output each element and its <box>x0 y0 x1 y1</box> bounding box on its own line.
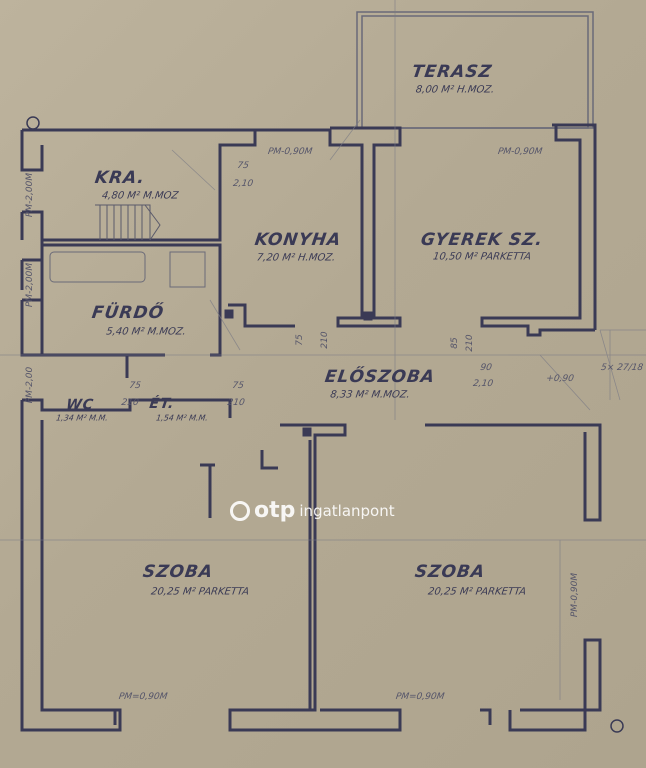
door-width-et: 75 <box>128 381 142 391</box>
watermark-brand: otp <box>254 498 296 523</box>
stairs-kra <box>95 204 161 241</box>
room-label-et: ÉT. <box>148 396 176 412</box>
door-width-hall: 75 <box>231 381 245 391</box>
room-label-gyerek: GYEREK SZ. <box>419 230 545 250</box>
window-label-szoba-left: PM=0,90M <box>118 692 168 702</box>
column-marker <box>224 309 234 319</box>
room-area-szoba-left: 20,25 M² PARKETTA <box>150 586 250 598</box>
column-marker <box>363 311 373 321</box>
window-label-wc: PM-2,00 <box>25 366 35 404</box>
otp-logo-icon <box>230 500 250 521</box>
room-label-eloszoba: ELŐSZOBA <box>323 367 437 387</box>
door-width-konyha: 75 <box>236 161 250 171</box>
room-label-terasz: TERASZ <box>410 62 494 82</box>
door-width-gyerek: 85 <box>450 337 460 349</box>
door-height-et: 210 <box>120 398 140 408</box>
window-label-kra: PM-2,00M <box>25 172 35 218</box>
room-label-furdo: FÜRDŐ <box>90 303 166 323</box>
stairs-label: 5× 27/18 <box>600 363 644 373</box>
window-label-konyha: PM-0,90M <box>267 147 313 157</box>
window-label-szoba-side: PM-0,90M <box>570 572 580 618</box>
room-label-szoba-right: SZOBA <box>413 562 487 582</box>
room-area-kra: 4,80 M² M.MOZ <box>101 190 179 202</box>
door-height-hall: 210 <box>226 398 246 408</box>
door-height-konyha: 2,10 <box>232 179 254 189</box>
terrace-outline <box>356 11 594 129</box>
column-marker <box>302 427 312 437</box>
room-area-konyha: 7,20 M² H.MOZ. <box>255 252 337 264</box>
window-label-gyerek: PM-0,90M <box>497 147 543 157</box>
room-area-gyerek: 10,50 M² PARKETTA <box>432 251 532 263</box>
construction-lines <box>0 0 646 700</box>
room-label-kra: KRA. <box>93 168 147 188</box>
window-label-szoba-right: PM=0,90M <box>395 692 445 702</box>
door-height-entrance: 2,10 <box>472 379 494 389</box>
watermark: otp ingatlanpont <box>230 498 395 523</box>
door-width-entrance: 90 <box>479 363 493 373</box>
window-label-furdo: PM-2,00M <box>25 262 35 308</box>
room-area-et: 1,54 M² M.M. <box>155 413 209 423</box>
corner-marker <box>26 116 40 130</box>
door-height-gyerek: 210 <box>465 334 475 352</box>
room-label-konyha: KONYHA <box>253 230 343 250</box>
room-area-terasz: 8,00 M² H.MOZ. <box>414 84 496 96</box>
room-label-wc: WC <box>65 397 95 413</box>
room-area-szoba-right: 20,25 M² PARKETTA <box>427 586 527 598</box>
room-label-szoba-left: SZOBA <box>141 562 215 582</box>
door-height-konyha-hall: 210 <box>320 331 330 349</box>
watermark-name: ingatlanpont <box>299 501 395 520</box>
room-area-wc: 1,34 M² M.M. <box>55 413 109 423</box>
door-width-konyha-hall: 75 <box>295 334 305 346</box>
bathtub <box>49 251 206 288</box>
room-area-eloszoba: 8,33 M² M.MOZ. <box>329 389 411 401</box>
room-area-furdo: 5,40 M² M.MOZ. <box>105 326 187 338</box>
corner-marker <box>610 719 624 733</box>
level-label: +0,90 <box>545 374 575 384</box>
